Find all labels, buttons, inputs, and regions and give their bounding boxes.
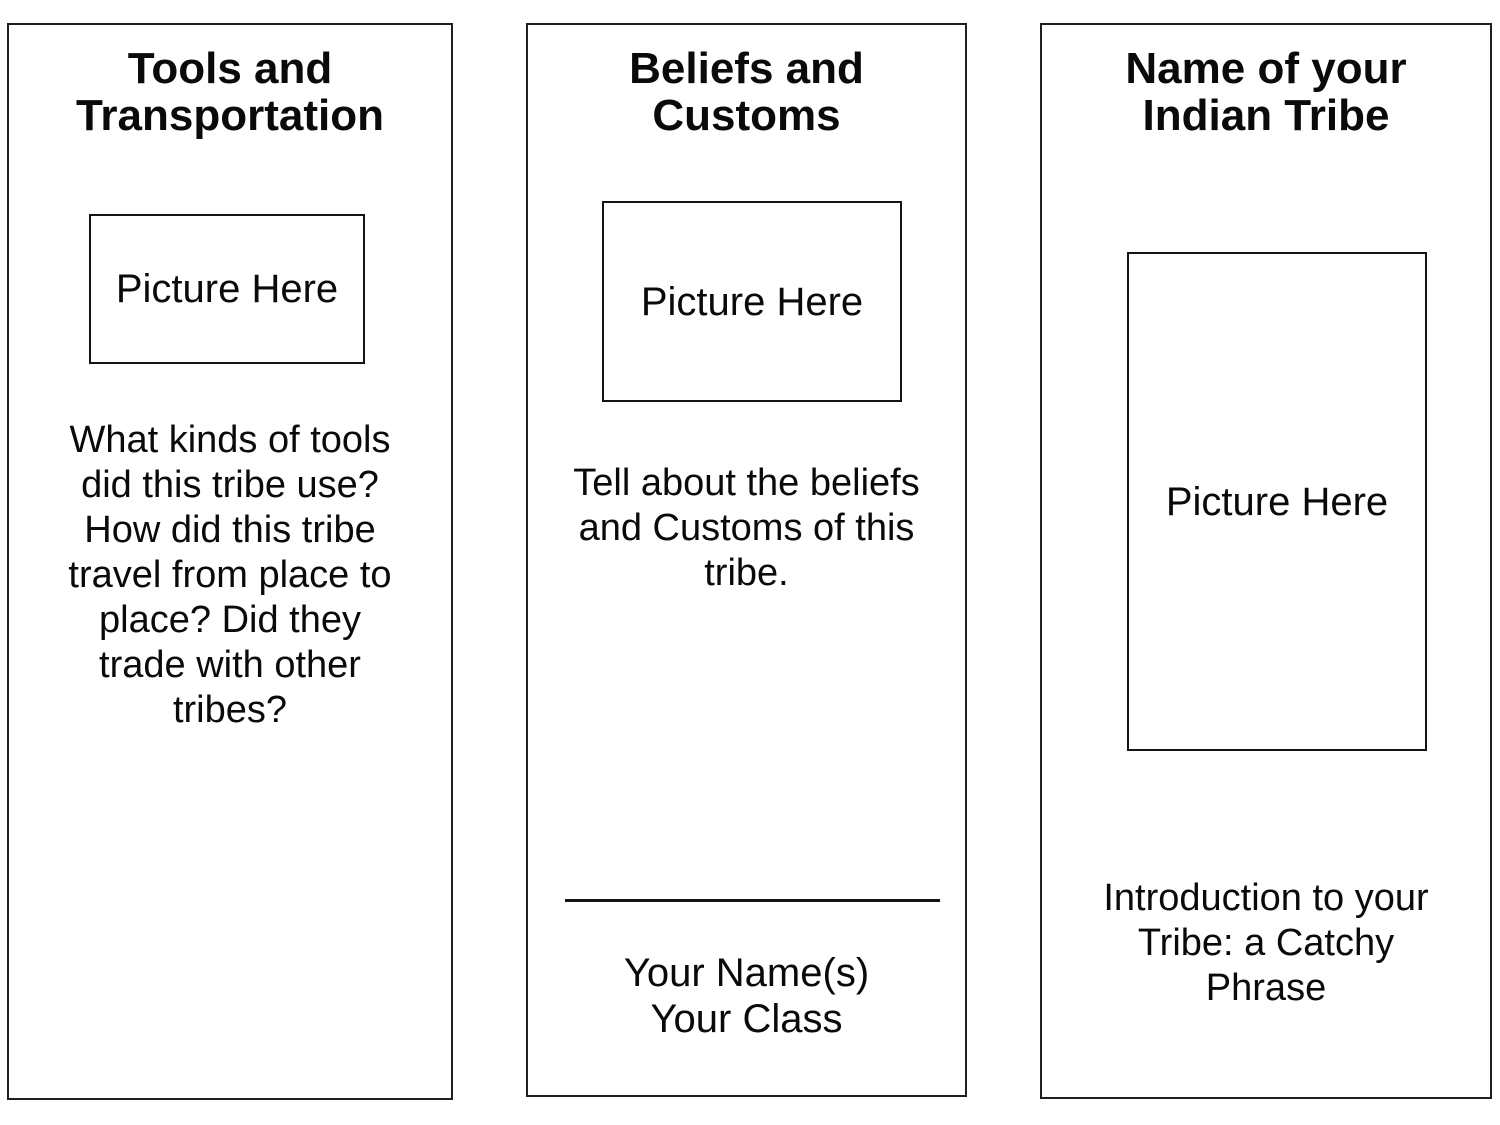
body-line: Tribe: a Catchy — [1137, 922, 1395, 964]
body-line: What kinds of tools — [69, 419, 391, 461]
signature-divider-line — [565, 899, 940, 902]
body-line: trade with other — [99, 644, 361, 686]
body-line: tribe. — [704, 552, 789, 594]
panel-title-tools: Tools and Transportation — [9, 45, 451, 139]
picture-placeholder-label: Picture Here — [640, 279, 864, 324]
panel-body-text: What kinds of tools did this tribe use? … — [9, 418, 451, 733]
body-line: and Customs of this — [578, 507, 915, 549]
picture-placeholder-label: Picture Here — [115, 267, 339, 311]
body-line: How did this tribe — [84, 509, 376, 551]
body-line: Tell about the beliefs — [573, 462, 920, 504]
panel-title-tribe: Name of your Indian Tribe — [1042, 45, 1490, 139]
signature-block: Your Name(s) Your Class — [528, 950, 965, 1042]
panel-beliefs-and-customs: Beliefs and Customs Picture Here Tell ab… — [526, 23, 967, 1097]
body-line: did this tribe use? — [81, 464, 379, 506]
body-line: tribes? — [172, 689, 288, 731]
title-line: Tools and — [127, 44, 333, 93]
body-line: place? Did they — [99, 599, 361, 641]
your-class-text: Your Class — [650, 997, 843, 1041]
panel-body-text: Introduction to your Tribe: a Catchy Phr… — [1042, 876, 1490, 1011]
title-line: Customs — [652, 91, 841, 140]
body-line: Introduction to your — [1103, 877, 1429, 919]
picture-placeholder-label: Picture Here — [1165, 479, 1389, 524]
picture-placeholder-box: Picture Here — [602, 201, 902, 402]
title-line: Name of your — [1125, 44, 1407, 93]
panel-tribe-name-cover: Name of your Indian Tribe Picture Here I… — [1040, 23, 1492, 1099]
your-names-text: Your Name(s) — [623, 951, 870, 995]
title-line: Indian Tribe — [1142, 91, 1390, 140]
body-line: travel from place to — [68, 554, 392, 596]
title-line: Beliefs and — [629, 44, 864, 93]
picture-placeholder-box: Picture Here — [1127, 252, 1427, 751]
body-line: Phrase — [1205, 967, 1327, 1009]
title-line: Transportation — [75, 91, 385, 140]
picture-placeholder-box: Picture Here — [89, 214, 365, 364]
panel-title-beliefs: Beliefs and Customs — [528, 45, 965, 139]
panel-tools-and-transportation: Tools and Transportation Picture Here Wh… — [7, 23, 453, 1100]
panel-body-text: Tell about the beliefs and Customs of th… — [528, 461, 965, 596]
